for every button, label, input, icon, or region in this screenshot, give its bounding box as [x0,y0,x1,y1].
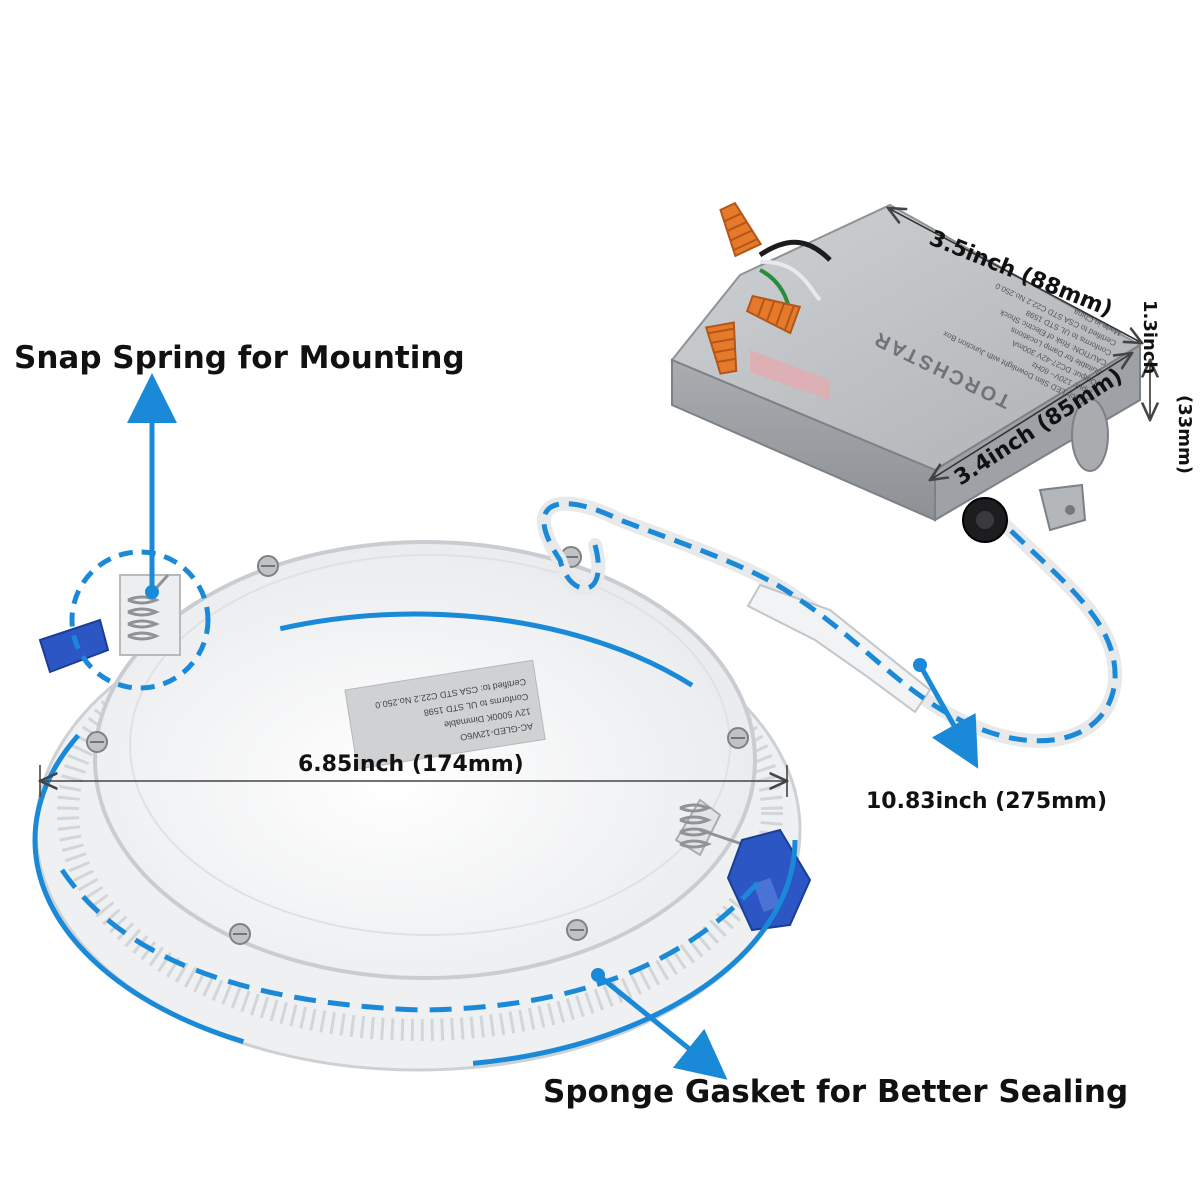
gasket-dash-outer [32,611,798,1069]
cable-length-label: 10.83inch (275mm) [866,789,1108,814]
screw-icon [257,555,279,577]
wire-nut-icon [719,201,763,258]
panel-back-plate [93,540,757,980]
wire-nut-icon [745,294,802,335]
panel-diameter-label: 6.85inch (174mm) [298,752,524,777]
sponge-gasket-label: Sponge Gasket for Better Sealing [543,1074,1129,1110]
cable-length-arrow [917,663,979,769]
screw-icon [86,731,108,753]
junction-box: TORCHSTAR 6 Inch LED Slim Downlight with… [670,201,1142,543]
snap-spring-label: Snap Spring for Mounting [14,340,465,376]
gasket-dash-lower [59,868,762,1013]
rating-sticker: AC-GLED-12W6O 12V 5000K Dimmable Conform… [344,659,546,770]
box-depth-dimension-line [930,353,1132,480]
screw-icon [229,923,251,945]
led-panel: AC-GLED-12W6O 12V 5000K Dimmable Conform… [32,540,812,1072]
box-height-inch-label: 1.3inch [1139,300,1160,375]
box-width-dimension-line [888,208,1142,343]
sponge-gasket-arrow [596,973,728,1080]
screw-icon [727,727,749,749]
connecting-cable [536,496,1123,748]
wire-nut-icon [704,321,738,375]
cable-dash [541,501,1118,744]
box-height-mm-label: (33mm) [1174,395,1195,475]
screw-icon [566,919,588,941]
snap-spring-right [674,798,812,932]
snap-spring-highlight-circle [69,549,211,691]
